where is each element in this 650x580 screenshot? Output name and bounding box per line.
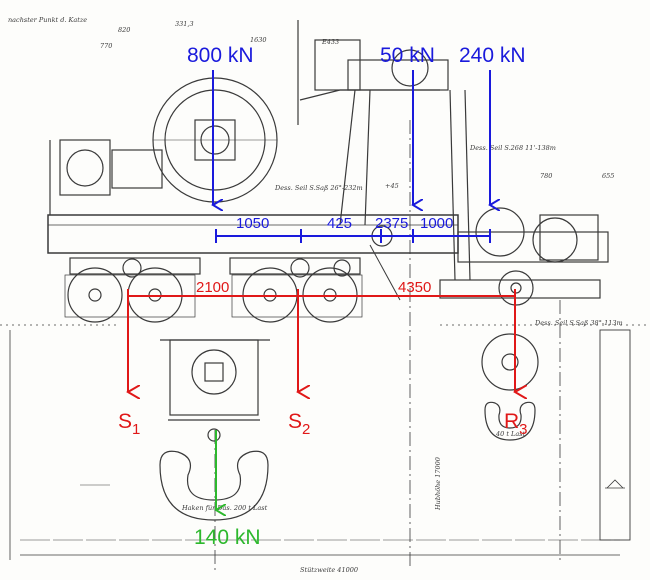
dim-label-1050: 1050 [236, 215, 269, 232]
red-labels: 2100 4350 S1 S2 R3 [118, 279, 528, 438]
lift-height-note: Hubhöhe 17000 [434, 457, 442, 511]
rope-note-3: Dess. Seil S.Saß 38°-113m [534, 319, 623, 327]
dim-note-45: +45 [385, 182, 399, 190]
blue-overlay [213, 70, 490, 243]
reaction-label-s1: S1 [118, 410, 140, 438]
load-label-hook: 140 kN [194, 526, 261, 549]
dim-label-4350: 4350 [398, 279, 431, 296]
reaction-label-s2: S2 [288, 410, 310, 438]
dim-top-2: 331,3 [175, 20, 194, 28]
load-label-aux: 240 kN [459, 44, 526, 67]
reaction-label-r3: R3 [504, 410, 528, 438]
load-label-main: 800 kN [187, 44, 254, 67]
dim-top-3: 770 [100, 42, 112, 50]
drawing-header-note: nachster Punkt d. Katze [8, 16, 87, 24]
dim-label-1000: 1000 [420, 215, 453, 232]
load-label-trolley: 50 kN [380, 44, 435, 67]
dim-note-780: 780 [540, 172, 552, 180]
rope-note-2: Dess. Seil S.268 11'-138m [469, 144, 556, 152]
hook-main-note: Haken für Das. 200 t Last [181, 504, 268, 512]
dim-note-655: 655 [602, 172, 614, 180]
dim-label-2100: 2100 [196, 279, 229, 296]
dim-top-1: 820 [118, 26, 130, 34]
dim-label-2375: 2375 [375, 215, 408, 232]
span-note: Stützweite 41000 [300, 566, 358, 574]
rope-note-1: Dess. Seil S.Saß 26°-232m [274, 184, 363, 192]
dim-top-5: E433 [321, 38, 339, 46]
red-overlay [128, 289, 515, 392]
dim-label-425: 425 [327, 215, 352, 232]
hook-aux-note: 40 t Last [495, 430, 526, 438]
blue-labels: 800 kN 50 kN 240 kN 1050 425 2375 1000 [187, 44, 526, 232]
dim-top-4: 1630 [250, 36, 267, 44]
